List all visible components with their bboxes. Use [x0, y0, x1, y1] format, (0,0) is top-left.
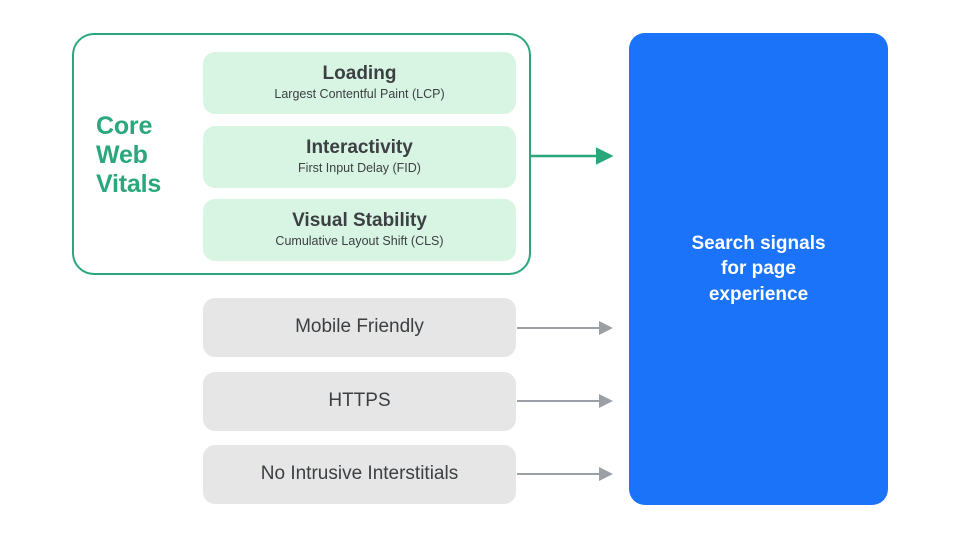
metric-subtitle: Largest Contentful Paint (LCP) — [274, 87, 445, 102]
metric-title: Loading — [322, 63, 397, 85]
search-signals-result-text: Search signals for page experience — [691, 232, 826, 305]
metric-title: Interactivity — [306, 137, 413, 159]
metric-subtitle: Cumulative Layout Shift (CLS) — [275, 234, 444, 249]
signal-card-no-intrusive-interstitials: No Intrusive Interstitials — [203, 445, 516, 504]
signal-label: Mobile Friendly — [295, 316, 424, 338]
core-web-vitals-group-label: Core Web Vitals — [96, 112, 162, 198]
metric-card-interactivity: Interactivity First Input Delay (FID) — [203, 126, 516, 188]
signal-card-mobile-friendly: Mobile Friendly — [203, 298, 516, 357]
metric-title: Visual Stability — [292, 210, 427, 232]
metric-card-loading: Loading Largest Contentful Paint (LCP) — [203, 52, 516, 114]
signal-label: HTTPS — [328, 390, 391, 412]
signal-label: No Intrusive Interstitials — [260, 463, 459, 485]
signal-card-https: HTTPS — [203, 372, 516, 431]
metric-subtitle: First Input Delay (FID) — [298, 161, 421, 176]
search-signals-result-box: Search signals for page experience — [629, 33, 888, 505]
core-web-vitals-group — [72, 33, 531, 275]
metric-card-visual-stability: Visual Stability Cumulative Layout Shift… — [203, 199, 516, 261]
